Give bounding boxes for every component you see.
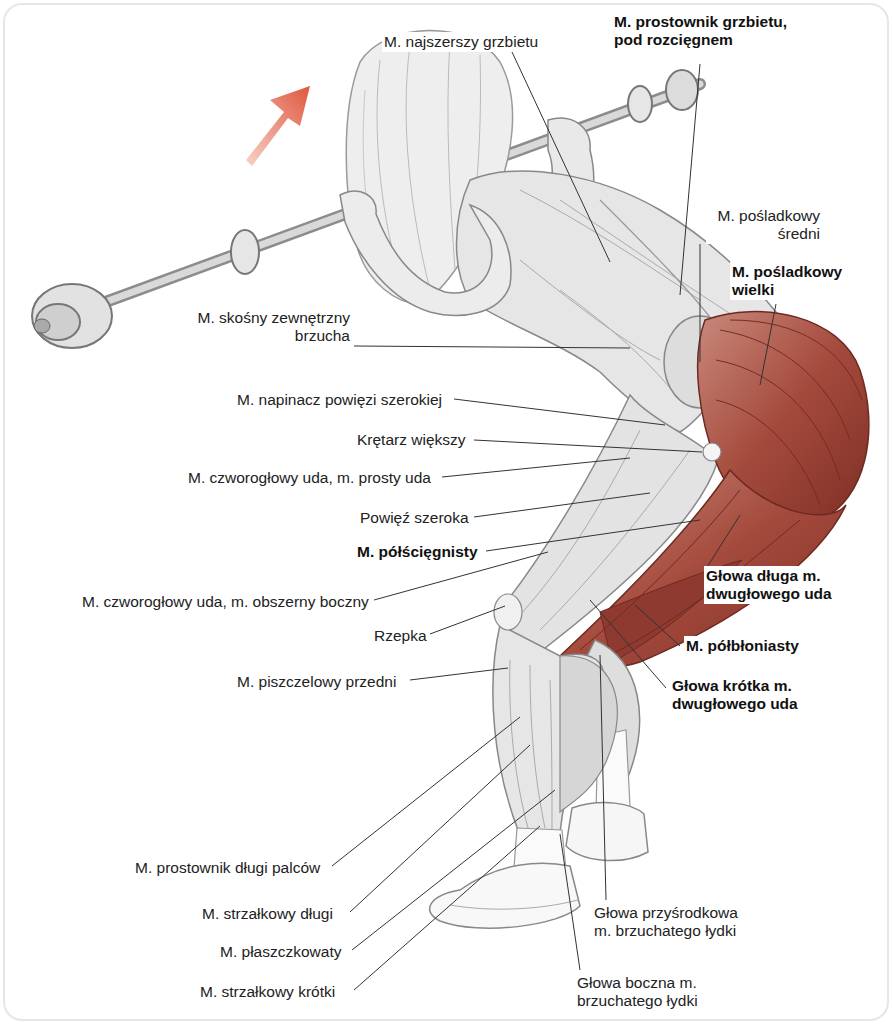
shoe (566, 803, 648, 861)
calf (560, 656, 617, 812)
muscle-label: M. najszerszy grzbietu (382, 32, 540, 52)
patella (494, 594, 522, 630)
muscle-label: M. strzałkowy długi (200, 904, 335, 924)
arm (340, 191, 511, 315)
muscle-label: M. prostownik długi palców (133, 858, 322, 878)
trochanter (703, 443, 721, 461)
muscle-label: Głowa krótka m. dwugłowego uda (670, 676, 824, 714)
muscle-label: M. napinacz powięzi szerokiej (235, 390, 444, 410)
muscle-label: Głowa długa m. dwugłowego uda (704, 566, 886, 604)
muscle-label: M. piszczelowy przedni (235, 672, 398, 692)
muscle-label: Powięź szeroka (358, 508, 471, 528)
muscle-label: Krętarz większy (355, 430, 468, 450)
muscle-label: M. półbłoniasty (684, 636, 801, 656)
muscle-label: M. czworogłowy uda, m. prosty uda (186, 468, 433, 488)
leader-lines (332, 52, 776, 990)
muscle-label: M. skośny zewnętrzny brzucha (168, 308, 352, 346)
muscle-label: M. pośladkowy średni (706, 206, 822, 244)
muscle-label: Głowa przyśrodkowa m. brzuchatego łydki (592, 903, 746, 941)
shoe (430, 863, 580, 928)
muscle-label: M. płaszczkowaty (218, 942, 343, 962)
muscle-label: M. czworogłowy uda, m. obszerny boczny (80, 592, 371, 612)
direction-arrow (246, 86, 310, 166)
muscle-label: Rzepka (372, 626, 429, 646)
muscle-label: M. strzałkowy krótki (198, 982, 337, 1002)
muscle-label: M. pośladkowy wielki (730, 262, 864, 300)
muscle-label: M. półścięgnisty (355, 542, 480, 562)
frame (4, 4, 888, 1020)
muscle-label: Głowa boczna m. brzuchatego łydki (575, 973, 729, 1011)
muscle-label: M. prostownik grzbietu, pod rozcięgnem (612, 12, 806, 50)
